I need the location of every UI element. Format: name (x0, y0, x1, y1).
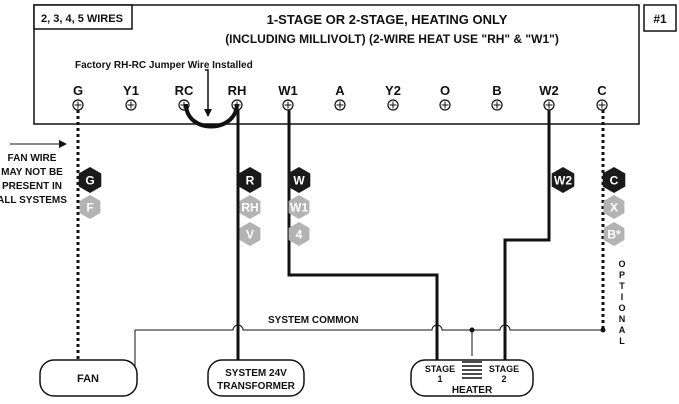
wire-marker-c-alt-1: X (603, 195, 625, 219)
title-line-1: 1-STAGE OR 2-STAGE, HEATING ONLY (267, 12, 508, 27)
title-line-2: (INCLUDING MILLIVOLT) (2-WIRE HEAT USE "… (225, 32, 559, 46)
stage-2-label-1: STAGE (489, 364, 519, 374)
terminal-screw-c (596, 99, 608, 111)
wire-marker-c-alt-2: B* (603, 222, 625, 246)
transformer-label-1: SYSTEM 24V (225, 368, 287, 379)
optional-letter: L (619, 336, 625, 346)
wire-marker-w2-primary: W2 (551, 167, 575, 193)
svg-text:F: F (86, 201, 93, 215)
stage-1-label-1: STAGE (425, 364, 455, 374)
terminal-label-y1: Y1 (123, 83, 139, 98)
terminal-label-o: O (440, 83, 450, 98)
w1-wire (287, 110, 439, 360)
wire-marker-rh-alt-1: RH (239, 195, 261, 219)
terminal-screw-y1 (125, 99, 137, 111)
terminal-label-g: G (73, 83, 83, 98)
system-common-label: SYSTEM COMMON (268, 315, 359, 326)
terminal-screw-b (491, 99, 503, 111)
diagram-number: #1 (653, 12, 667, 26)
terminal-label-b: B (492, 83, 501, 98)
svg-text:W2: W2 (554, 174, 572, 188)
terminal-screw-a (334, 99, 346, 111)
wires-label: 2, 3, 4, 5 WIRES (41, 13, 123, 25)
terminal-screw-g (72, 99, 84, 111)
heater-common-junction (469, 327, 475, 333)
stage-2-label-2: 2 (501, 374, 506, 384)
terminal-label-w2: W2 (539, 83, 559, 98)
rh-rc-jumper-wire (184, 103, 239, 129)
optional-letter: P (619, 270, 625, 280)
terminal-label-a: A (335, 83, 345, 98)
terminal-label-c: C (597, 83, 607, 98)
stage-1-label-2: 1 (437, 374, 442, 384)
optional-letter: I (621, 292, 624, 302)
c-common-junction (600, 327, 606, 333)
wire-marker-w1-alt-1: W1 (288, 195, 310, 219)
svg-text:RH: RH (241, 201, 258, 215)
fan-note-line-2: MAY NOT BE (1, 167, 63, 178)
wire-marker-g-alt-1: F (79, 195, 101, 219)
system-common-line (135, 324, 603, 331)
optional-letter: T (619, 281, 625, 291)
heater-label: HEATER (452, 385, 493, 396)
heater-element-icon (462, 361, 482, 379)
optional-letter: N (619, 314, 626, 324)
svg-text:X: X (610, 201, 618, 215)
wire-marker-rh-primary: R (238, 167, 262, 193)
svg-text:W1: W1 (290, 201, 308, 215)
wire-color-markers: GF R RH V W W1 4 W2 CX B* (78, 167, 626, 246)
jumper-note: Factory RH-RC Jumper Wire Installed (75, 60, 253, 71)
fan-note-line-3: PRESENT IN (2, 181, 62, 192)
optional-letter: O (618, 259, 625, 269)
svg-text:V: V (246, 228, 254, 242)
terminal-label-w1: W1 (278, 83, 298, 98)
w2-wire (503, 110, 551, 360)
diagram-number-box (643, 4, 677, 32)
optional-letter: O (618, 303, 625, 313)
wires-label-box (33, 4, 133, 30)
wire-marker-w1-alt-2: 4 (288, 222, 310, 246)
terminal-screw-o (439, 99, 451, 111)
svg-text:G: G (85, 174, 94, 188)
svg-text:R: R (246, 174, 255, 188)
transformer-label-2: TRANSFORMER (217, 381, 296, 392)
terminal-labels: G Y1 RC RH W1 A Y2 O B W2 C (73, 83, 607, 98)
wire-marker-g-primary: G (78, 167, 102, 193)
terminal-label-y2: Y2 (385, 83, 401, 98)
wire-marker-w1-primary: W (287, 167, 311, 193)
fan-device-label: FAN (77, 373, 99, 385)
fan-note-line-4: ALL SYSTEMS (0, 195, 67, 206)
terminal-label-rc: RC (175, 83, 194, 98)
terminal-label-rh: RH (228, 83, 247, 98)
fan-note-line-1: FAN WIRE (8, 153, 57, 164)
terminal-screw-w2 (543, 99, 555, 111)
terminal-screw-w1 (282, 99, 294, 111)
fan-device (39, 359, 138, 397)
svg-text:C: C (610, 174, 619, 188)
wire-marker-c-primary: C (602, 167, 626, 193)
svg-text:B*: B* (607, 228, 621, 242)
wire-marker-rh-alt-2: V (239, 222, 261, 246)
jumper-arrow (204, 69, 212, 117)
terminal-screw-y2 (387, 99, 399, 111)
svg-text:4: 4 (296, 228, 303, 242)
svg-text:W: W (293, 174, 305, 188)
transformer-device (207, 359, 305, 397)
optional-letter: A (619, 325, 626, 335)
